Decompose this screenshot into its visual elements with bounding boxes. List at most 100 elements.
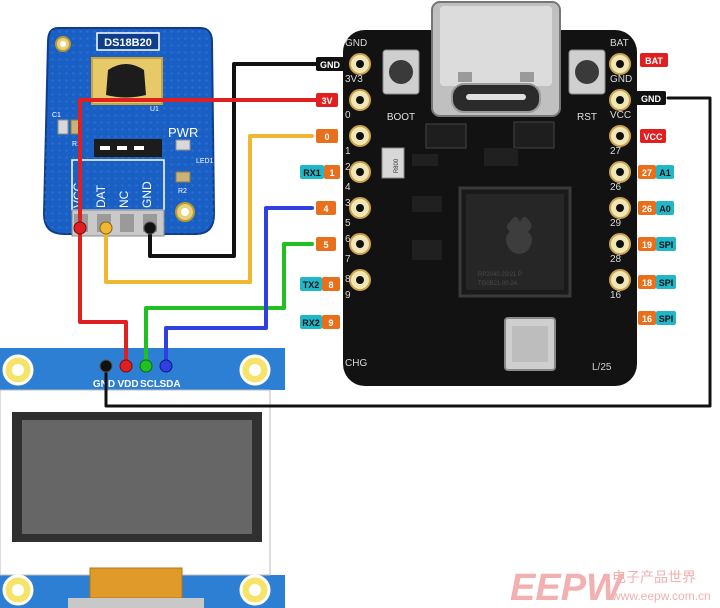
watermark-site: www.eepw.com.cn (611, 589, 711, 603)
board-silk-label: GND (345, 38, 367, 49)
pin-tag-label: RX2 (302, 318, 320, 328)
board-silk-label: 0 (345, 110, 351, 121)
pin-tag (638, 237, 656, 251)
oled-pin-label: VDD (117, 379, 138, 390)
pin-tag (300, 165, 324, 179)
board-silk-label: 6 (345, 234, 351, 245)
board-silk-label: GND (610, 74, 632, 85)
pin-tag-label: 19 (642, 240, 652, 250)
pin-tag (640, 129, 666, 143)
board-silk-label: 3 (345, 198, 351, 209)
pin-tag (656, 165, 674, 179)
pin-tag (638, 311, 656, 325)
board-silk-label: 16 (610, 290, 622, 301)
pin-tag (316, 129, 338, 143)
board-silk-label: 2 (345, 162, 351, 173)
wires (78, 62, 712, 408)
svg-text:TG0B21.00 24: TG0B21.00 24 (478, 281, 518, 287)
pin-tag (324, 165, 340, 179)
board-silk-label: 28 (610, 254, 622, 265)
svg-text:RP2040 20/21 P: RP2040 20/21 P (478, 272, 522, 278)
chip-label: U1 (150, 106, 159, 113)
oled-screen (22, 420, 252, 534)
pin-tag (316, 57, 344, 71)
r1-label: R1 (72, 141, 81, 148)
pin-tag-label: 9 (328, 318, 333, 328)
pin-tag (316, 237, 336, 251)
pin-tag-label: RX1 (303, 168, 321, 178)
sensor-pin-label: DAT (94, 184, 108, 208)
pin-tag (316, 93, 338, 107)
pin-tag (322, 315, 340, 329)
board-silk-label: VCC (610, 110, 631, 121)
wire-ends (73, 221, 173, 373)
pin-tag-label: GND (641, 94, 662, 104)
pin-tag-label: SPI (659, 240, 674, 250)
board-silk-label: BAT (610, 38, 629, 49)
board-silk-label: 5 (345, 218, 351, 229)
pin-tag (300, 277, 322, 291)
pin-tag-label: SPI (659, 278, 674, 288)
wire-oled-gnd (104, 96, 712, 408)
boot-label: BOOT (387, 112, 415, 123)
watermark-cn: 电子产品世界 (612, 570, 696, 586)
sensor-pin-label: GND (140, 181, 154, 208)
pin-tag-label: A0 (659, 204, 671, 214)
rst-label: RST (577, 112, 597, 123)
board-silk-label: 7 (345, 254, 351, 265)
pin-tag-label: A1 (659, 168, 671, 178)
pin-tag (640, 53, 668, 67)
l25-label: L/25 (592, 362, 612, 373)
wire-sensor-data (104, 134, 314, 284)
pin-tag-label: 5 (323, 240, 328, 250)
rp2040-board: BOOT RST R800 RP2040 20/21 P TG0B21.00 2… (343, 1, 637, 386)
pin-tag-label: 16 (642, 314, 652, 324)
pin-tag-label: BAT (645, 56, 663, 66)
board-silk-label: 8 (345, 274, 351, 285)
pin-tag (656, 311, 676, 325)
pin-tag (638, 275, 656, 289)
watermark-brand: EEPW (510, 567, 625, 608)
oled-pin-label: GND (93, 379, 115, 390)
c1-label: C1 (52, 112, 61, 119)
pin-tag-label: 18 (642, 278, 652, 288)
board-silk-label: 27 (610, 146, 622, 157)
r2-label: R2 (178, 188, 187, 195)
board-silk-label: 29 (610, 218, 622, 229)
wire-sensor-gnd (148, 62, 318, 258)
wire-oled-vdd (78, 226, 128, 368)
watermark: EEPW 电子产品世界 www.eepw.com.cn (510, 567, 711, 608)
sensor-title: DS18B20 (104, 37, 152, 49)
sensor-pin-label: NC (117, 190, 131, 208)
pin-tag-label: 8 (328, 280, 333, 290)
pin-tag (656, 201, 674, 215)
board-silk-label: CHG (345, 358, 367, 369)
oled-pin-label: SDA (159, 379, 180, 390)
wire-sensor-vcc (78, 98, 318, 230)
pin-tag-label: 1 (329, 168, 334, 178)
pin-tag-label: VCC (643, 132, 663, 142)
r800-label: R800 (394, 158, 400, 173)
pin-tag (636, 91, 666, 105)
pin-tag (656, 237, 676, 251)
pin-tag-label: SPI (659, 314, 674, 324)
pin-tag-label: GND (320, 60, 341, 70)
pin-tag-label: 26 (642, 204, 652, 214)
pin-tag-label: TX2 (303, 280, 320, 290)
pin-tag (656, 275, 676, 289)
pin-tag (638, 165, 656, 179)
board-silk-label: 26 (610, 182, 622, 193)
led-label: LED1 (196, 158, 214, 165)
oled-pin-label: SCL (140, 379, 160, 390)
pwr-label: PWR (168, 125, 198, 140)
pin-tag (300, 315, 322, 329)
pin-tag (638, 201, 656, 215)
pin-tag (316, 201, 336, 215)
pin-tag (322, 277, 340, 291)
board-silk-label: 3V3 (345, 74, 363, 85)
board-silk-label: 9 (345, 290, 351, 301)
board-silk-label: 1 (345, 146, 351, 157)
pin-tag-label: 27 (642, 168, 652, 178)
